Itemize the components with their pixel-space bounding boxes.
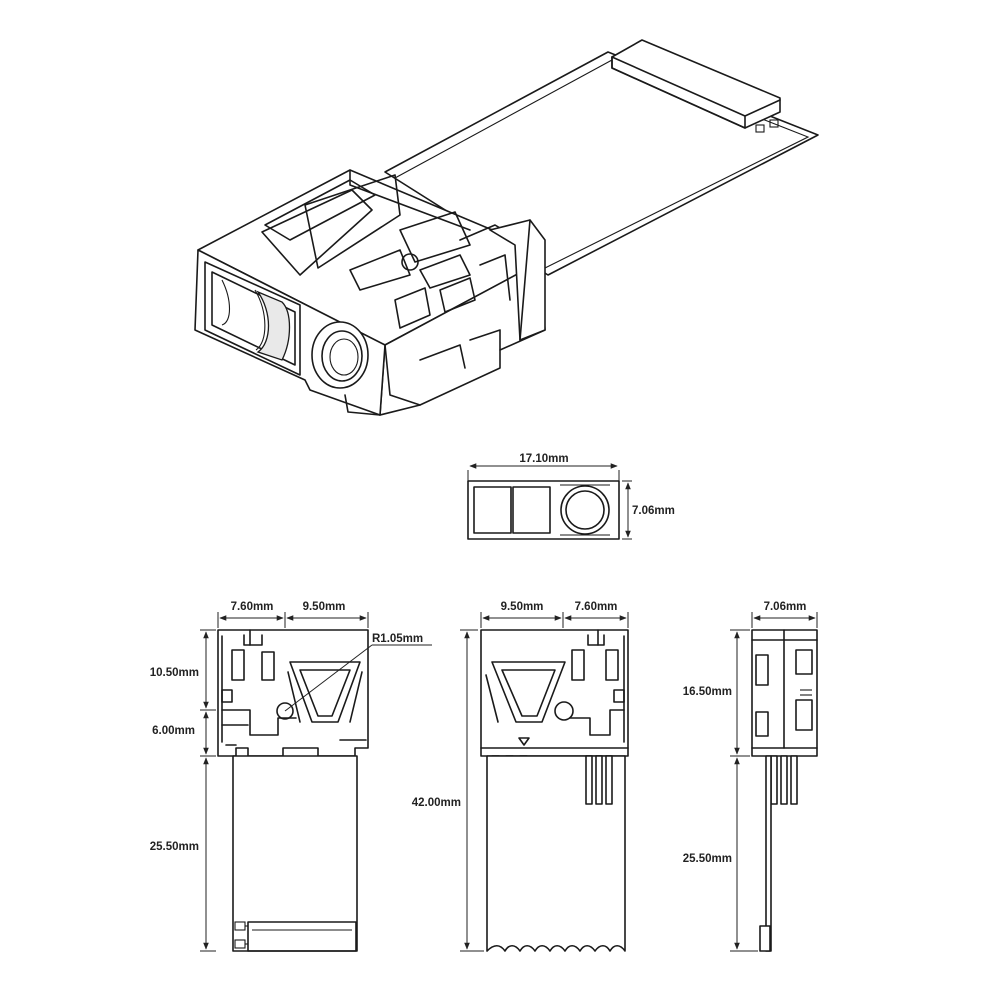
module-body [194,169,546,416]
front-upper-height-label: 10.50mm [150,667,199,679]
end-view: 17.10mm 7.06mm [467,453,675,540]
isometric-view [194,39,819,416]
side-width-label: 7.06mm [764,601,807,613]
front-right-width-label: 9.50mm [303,601,346,613]
side-tail-height-label: 25.50mm [683,853,732,865]
end-view-width-label: 17.10mm [519,453,568,465]
front-view: 7.60mm 9.50mm R1.05mm [150,601,432,952]
side-body-height-label: 16.50mm [683,686,732,698]
pcb-tail [384,39,819,276]
radius-label: R1.05mm [372,633,423,645]
front-lower-height-label: 6.00mm [152,725,195,737]
end-view-height-label: 7.06mm [632,505,675,517]
back-left-width-label: 9.50mm [501,601,544,613]
front-tail-height-label: 25.50mm [150,841,199,853]
back-total-height-label: 42.00mm [412,797,461,809]
back-view: 9.50mm 7.60mm 42.00mm [412,601,629,952]
front-left-width-label: 7.60mm [231,601,274,613]
back-right-width-label: 7.60mm [575,601,618,613]
side-view: 7.06mm 16.50mm 25.50mm [683,601,818,952]
